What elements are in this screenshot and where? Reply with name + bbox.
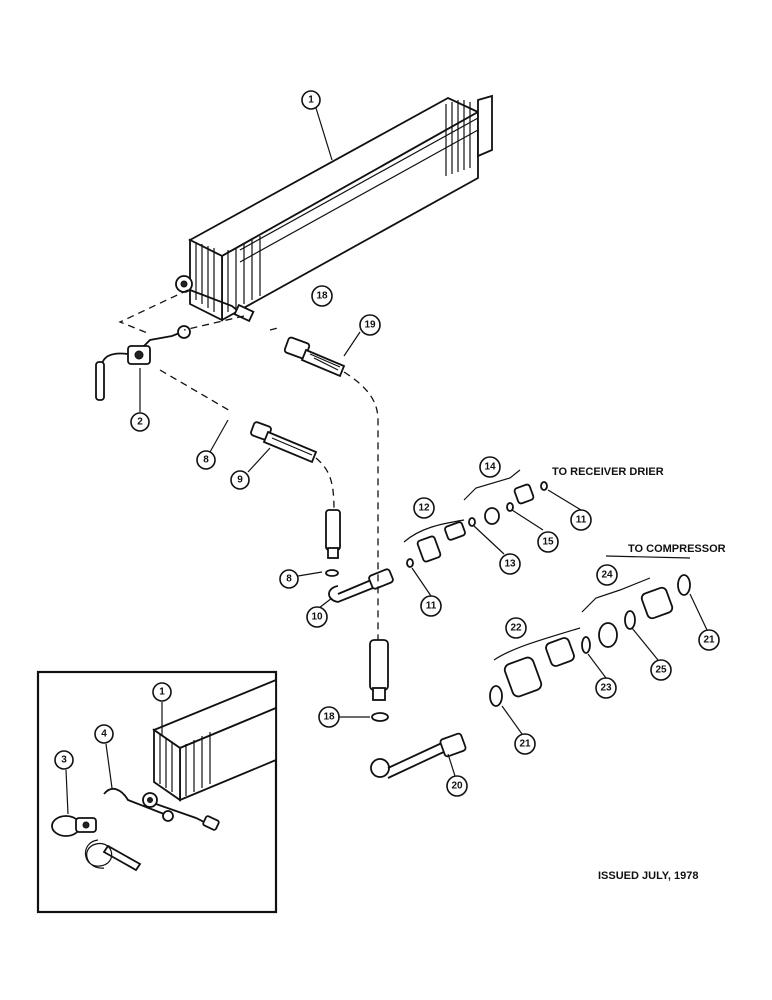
line-20 (369, 639, 467, 779)
callout-4: 4 (94, 724, 114, 789)
callout-1-inset-text: 1 (159, 687, 165, 698)
callout-8b: 8 (279, 569, 323, 589)
callout-4-text: 4 (101, 729, 107, 740)
callout-12: 12 (413, 497, 435, 519)
callout-18a: 18 (311, 285, 333, 307)
callout-10-text: 10 (311, 612, 323, 623)
callout-15: 15 (511, 509, 559, 553)
callout-18b-text: 18 (323, 712, 335, 723)
tube-10 (325, 509, 394, 603)
callout-21a-text: 21 (703, 635, 715, 646)
callout-13-text: 13 (504, 559, 516, 570)
callout-3-text: 3 (61, 755, 67, 766)
callout-20: 20 (446, 753, 468, 797)
callout-9: 9 (230, 447, 271, 490)
callout-23: 23 (587, 653, 617, 699)
callout-3: 3 (54, 750, 74, 815)
callout-21a: 21 (689, 593, 720, 651)
callout-13: 13 (473, 525, 521, 575)
callout-8b-text: 8 (286, 574, 292, 585)
group-brackets (403, 469, 691, 661)
label-to-receiver-drier: TO RECEIVER DRIER (552, 466, 664, 478)
callout-10: 10 (306, 597, 333, 628)
inset-panel: 1 4 3 (36, 670, 278, 914)
callout-11a-text: 11 (576, 515, 587, 526)
label-to-compressor: TO COMPRESSOR (628, 543, 726, 555)
callout-1-inset: 1 (152, 682, 172, 736)
fitting-parts (406, 481, 691, 707)
callout-12-text: 12 (418, 503, 430, 514)
callout-8a: 8 (196, 419, 229, 470)
callout-21b-text: 21 (519, 739, 531, 750)
callout-2: 2 (130, 368, 150, 432)
callout-9-text: 9 (237, 475, 243, 486)
callout-21b: 21 (501, 705, 536, 755)
expansion-valve (95, 325, 191, 401)
callout-18b: 18 (318, 706, 370, 728)
callout-25-text: 25 (655, 665, 667, 676)
callout-19: 19 (343, 314, 381, 357)
callout-23-text: 23 (600, 683, 612, 694)
callout-24: 24 (596, 564, 618, 586)
callout-19-text: 19 (364, 320, 376, 331)
callout-25: 25 (631, 627, 672, 681)
callout-11b: 11 (411, 567, 442, 617)
callout-24-text: 24 (601, 570, 613, 581)
callout-20-text: 20 (451, 781, 463, 792)
callout-14: 14 (479, 456, 501, 478)
line-9 (250, 421, 318, 464)
callout-22: 22 (505, 617, 527, 639)
callout-8a-text: 8 (203, 455, 209, 466)
evaporator-core (175, 94, 493, 323)
callout-1-text: 1 (308, 95, 314, 106)
callout-11b-text: 11 (426, 601, 437, 612)
line-19 (283, 336, 346, 378)
callout-15-text: 15 (542, 537, 554, 548)
callout-1: 1 (301, 90, 333, 161)
callout-22-text: 22 (510, 623, 522, 634)
issued-date: ISSUED JULY, 1978 (598, 870, 698, 882)
callout-18a-text: 18 (316, 291, 328, 302)
callout-2-text: 2 (137, 417, 143, 428)
callout-14-text: 14 (484, 462, 496, 473)
callout-11a: 11 (547, 489, 592, 531)
assembly-lines (118, 289, 379, 640)
